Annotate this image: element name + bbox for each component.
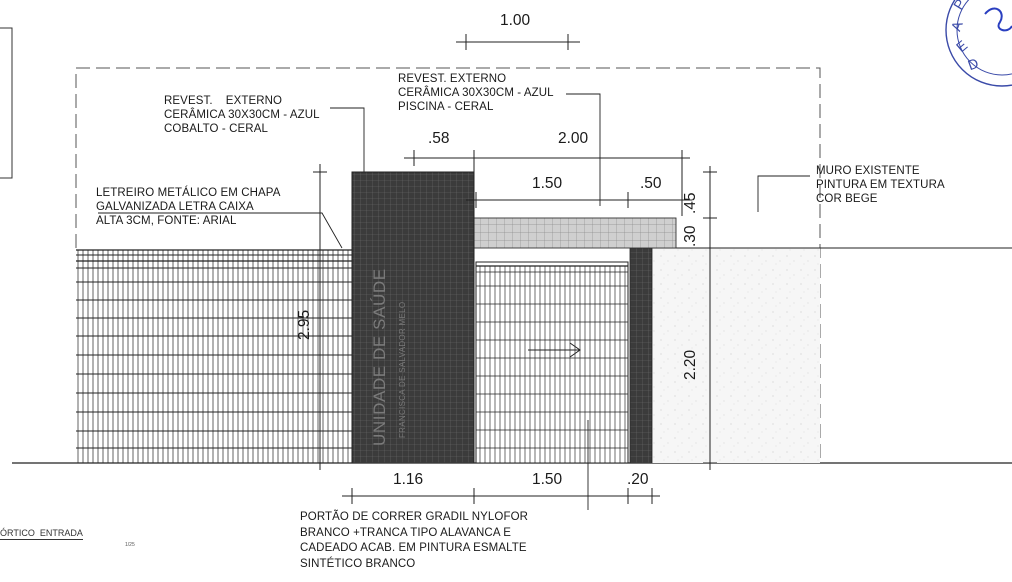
dim-top-width — [456, 34, 580, 50]
annotation-line: PORTÃO DE CORRER GRADIL NYLOFOR — [300, 511, 529, 523]
annotation-line: COR BEGE — [816, 193, 878, 205]
dim-gate-top — [466, 166, 692, 216]
main-pillar — [351, 171, 475, 464]
dim-label-height-220: 2.20 — [682, 349, 699, 380]
annotation-line: CADEADO ACAB. EM PINTURA ESMALTE — [300, 542, 527, 554]
sign-main-text: UNIDADE DE SAÚDE — [370, 268, 389, 446]
drawing-title: ÓRTICO ENTRADA — [0, 528, 83, 540]
annotation-line: CERÂMICA 30x30cm - AZUL — [164, 109, 320, 121]
dim-label-canopy-length: 2.00 — [558, 130, 589, 147]
dim-canopy-top — [404, 150, 690, 172]
leader-lines — [98, 93, 810, 510]
annotation-portao: PORTÃO DE CORRER GRADIL NYLOFOR BRANCO +… — [300, 510, 528, 572]
dim-label-right-pillar-width: .20 — [627, 471, 649, 488]
drawing-title-text: ÓRTICO ENTRADA — [0, 528, 83, 540]
annotation-line: LETREIRO METÁLICO EM CHAPA — [96, 187, 281, 199]
annotation-line: REVEST. EXTERNO — [164, 95, 283, 107]
dim-canopy-heights — [703, 166, 717, 256]
annotation-line: COBALTO - CERAL — [164, 123, 268, 135]
dim-label-height-045: .45 — [682, 192, 699, 214]
dim-wall-height — [313, 164, 327, 470]
annotation-line: REVEST. EXTERNO — [398, 73, 507, 85]
left-fence — [76, 249, 352, 463]
annotation-line: BRANCO +TRANCA TIPO ALAVANCA E — [300, 526, 512, 539]
annotation-muro: MURO EXISTENTE PINTURA EM TEXTURA COR BE… — [816, 164, 945, 206]
annotation-line: CERÂMICA 30x30cm - AZUL — [398, 87, 554, 99]
annotation-line: SINTÉTICO BRANCO — [300, 557, 416, 570]
dim-label-height-030: .30 — [682, 225, 699, 247]
dim-label-right-offset-top: .50 — [640, 175, 662, 192]
annotation-line: PISCINA - CERAL — [398, 101, 494, 113]
dim-gate-height — [703, 248, 717, 470]
annotation-line: PINTURA EM TEXTURA — [816, 179, 945, 191]
dim-label-pillar-width: 1.16 — [393, 471, 424, 488]
annotation-line: GALVANIZADA LETRA CAIXA — [96, 201, 254, 213]
approval-stamp — [945, 0, 1012, 87]
annotation-line: MURO EXISTENTE — [816, 165, 920, 177]
sliding-gate — [475, 261, 629, 464]
dim-label-pillar-offset: .58 — [428, 130, 450, 147]
annotation-revest-cobalto: REVEST. EXTERNO CERÂMICA 30x30cm - AZUL … — [164, 94, 320, 136]
right-pillar — [629, 247, 653, 464]
sign-sub-text: FRANCISCA DE SALVADOR MELO — [398, 301, 407, 438]
annotation-revest-piscina: REVEST. EXTERNO CERÂMICA 30x30cm - AZUL … — [398, 72, 554, 114]
frame-edge — [0, 27, 13, 179]
annotation-letreiro: LETREIRO METÁLICO EM CHAPA GALVANIZADA L… — [96, 186, 281, 228]
drawing-scale: 1/25 — [125, 542, 135, 548]
dim-label-gate-width-bottom: 1.50 — [532, 471, 563, 488]
dim-bottom — [342, 488, 660, 504]
slide-direction-arrow — [528, 342, 581, 358]
existing-wall — [652, 248, 820, 463]
dim-label-height-295: 2.95 — [296, 309, 313, 340]
annotation-line: ALTA 3cm, FONTE: ARIAL — [96, 215, 237, 227]
dim-label-top-width: 1.00 — [500, 12, 531, 29]
dim-label-gate-width-top: 1.50 — [532, 175, 563, 192]
